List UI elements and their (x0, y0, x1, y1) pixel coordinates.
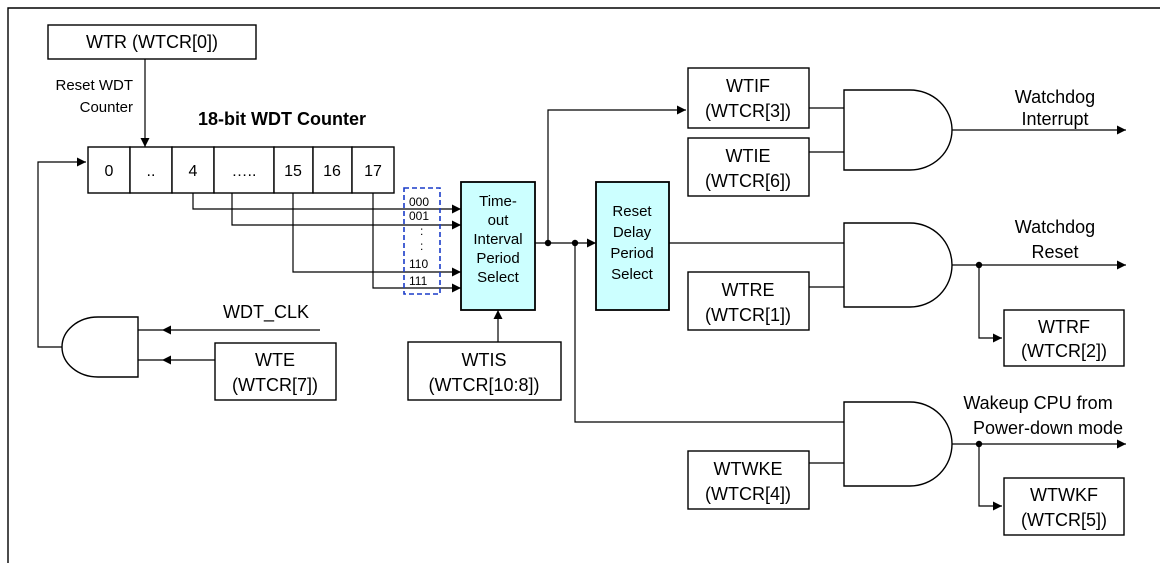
reset-and-gate (843, 222, 953, 308)
timeout-period-select-block (460, 181, 536, 311)
mux-code-label: 111 (409, 274, 428, 288)
tap-bit17-111 (372, 193, 461, 293)
wakeup-and-gate (843, 401, 953, 487)
watchdog-reset-label-2: Reset (1031, 242, 1078, 262)
watchdog-interrupt-label-2: Interrupt (1021, 109, 1088, 129)
interrupt-and-gate (843, 89, 953, 171)
reset-delay-block-label: Period (610, 245, 653, 262)
counter-title: 18-bit WDT Counter (198, 109, 366, 129)
reset-delay-period-select-block (595, 181, 670, 311)
wtwke-register-label-2: (WTCR[4]) (705, 484, 791, 504)
wdt-counter: 0 .. 4 ….. 15 16 17 (87, 146, 395, 194)
wdt-clk-label: WDT_CLK (223, 302, 309, 323)
wtwkf-register-box (1003, 477, 1125, 536)
mux-code-label: : (420, 224, 423, 238)
tap-bit4-000 (192, 193, 461, 214)
counter-cell (129, 146, 173, 194)
wtre-register-box (687, 271, 810, 331)
watchdog-interrupt-label-1: Watchdog (1015, 87, 1095, 107)
wtr-register-box (47, 24, 257, 60)
wtrf-register-box (1003, 309, 1125, 367)
watchdog-reset-label-1: Watchdog (1015, 217, 1095, 237)
wtwkf-register-label-1: WTWKF (1030, 485, 1098, 505)
timeout-block-label: Period (476, 250, 519, 267)
timeout-block-label: Select (477, 269, 520, 286)
tap-bit4-001 (231, 193, 461, 230)
counter-cell-label: ….. (232, 163, 257, 180)
wtis-register-box (407, 341, 562, 401)
counter-cell-label: .. (147, 163, 156, 180)
wtr-register-label: WTR (WTCR[0]) (86, 32, 218, 52)
wtre-register-label-2: (WTCR[1]) (705, 305, 791, 325)
wtwke-register-box (687, 450, 810, 510)
counter-cell (351, 146, 395, 194)
wire-to-wtif (547, 105, 686, 243)
wtis-register-label-2: (WTCR[10:8]) (428, 375, 539, 395)
wtrf-register-label-2: (WTCR[2]) (1021, 341, 1107, 361)
counter-cell-label: 0 (105, 163, 114, 180)
diagram-frame (7, 7, 1160, 563)
wtie-register-label-1: WTIE (726, 146, 771, 166)
clock-feedback-wire (37, 157, 86, 348)
wte-register-label-1: WTE (255, 350, 295, 370)
wtif-register-label-2: (WTCR[3]) (705, 101, 791, 121)
wtwke-register-label-1: WTWKE (714, 459, 783, 479)
reset-wdt-counter-label-1: Reset WDT (55, 77, 133, 94)
wakeup-label-1: Wakeup CPU from (963, 393, 1112, 413)
wtre-register-label-1: WTRE (722, 280, 775, 300)
reset-delay-block-label: Select (611, 266, 654, 283)
wtif-register-box (687, 67, 810, 129)
wire-to-wtrf (978, 265, 1002, 343)
wtif-register-label-1: WTIF (726, 76, 770, 96)
mux-code-dashed-box (403, 187, 441, 295)
tap-bit15-110 (292, 193, 461, 277)
counter-cell-label: 4 (189, 163, 198, 180)
wte-register-box (214, 342, 337, 401)
timeout-block-label: Time- (479, 193, 517, 210)
mux-code-label: 000 (409, 195, 429, 209)
wire-to-wtwkf (978, 444, 1002, 511)
reset-delay-block-label: Reset (612, 203, 652, 220)
reset-wdt-counter-label-2: Counter (80, 99, 133, 116)
counter-cell-label: 17 (364, 163, 382, 180)
wire-to-wakeup-gate (574, 243, 844, 423)
wtrf-register-label-1: WTRF (1038, 317, 1090, 337)
wakeup-label-2: Power-down mode (973, 418, 1123, 438)
wtie-register-box (687, 137, 810, 197)
mux-code-label: 110 (409, 257, 428, 271)
mux-code-label: : (420, 239, 423, 253)
wte-register-label-2: (WTCR[7]) (232, 375, 318, 395)
clock-enable-and-gate (61, 316, 139, 378)
wtie-register-label-2: (WTCR[6]) (705, 171, 791, 191)
timeout-block-label: Interval (473, 231, 522, 248)
counter-cell-label: 16 (323, 163, 341, 180)
timeout-block-label: out (488, 212, 510, 229)
counter-cell (87, 146, 131, 194)
reset-delay-block-label: Delay (613, 224, 652, 241)
wtis-register-label-1: WTIS (462, 350, 507, 370)
counter-cell-label: 15 (284, 163, 302, 180)
mux-code-label: 001 (409, 209, 429, 223)
wtwkf-register-label-2: (WTCR[5]) (1021, 510, 1107, 530)
